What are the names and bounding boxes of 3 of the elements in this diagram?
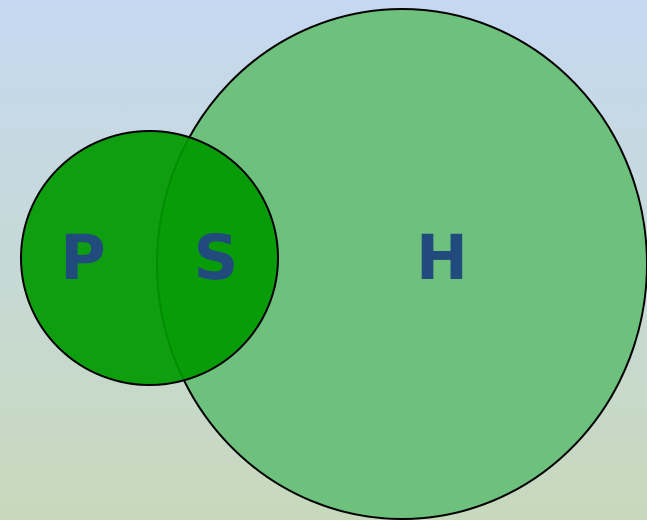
set-letter: S — [194, 227, 238, 289]
set-letter: P — [60, 227, 106, 289]
set-letter: H — [416, 227, 468, 289]
